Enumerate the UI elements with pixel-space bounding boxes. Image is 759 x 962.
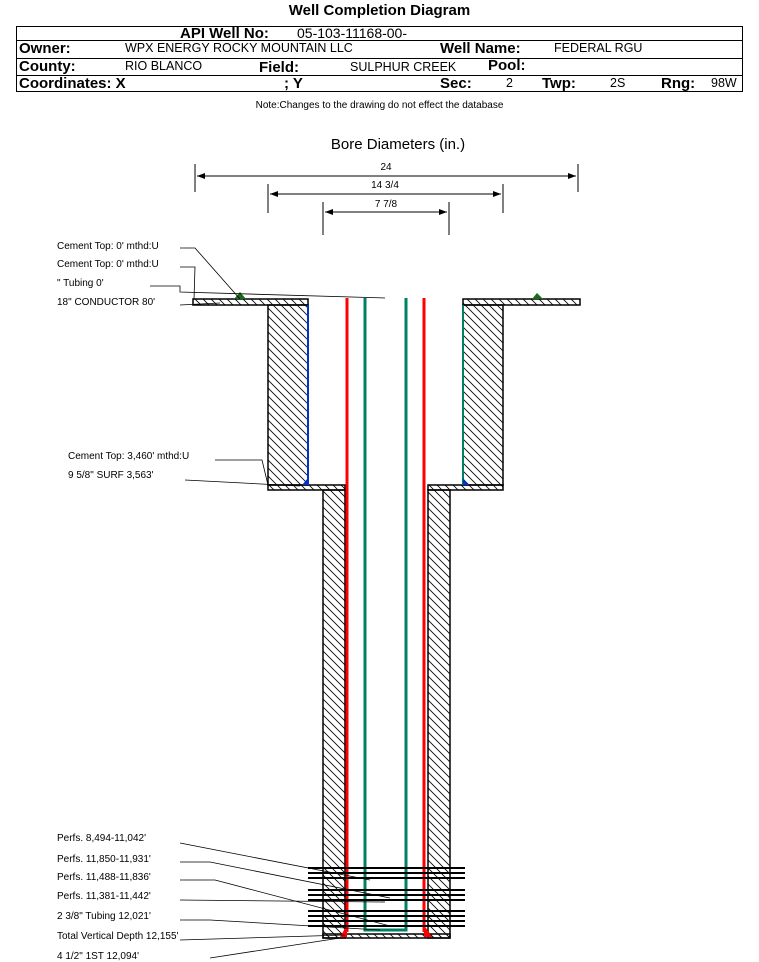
label-conductor: 18" CONDUCTOR 80' [57,297,155,308]
dim-7-7-8: 7 7/8 [375,199,398,210]
header-table: API Well No: 05-103-11168-00- Owner: WPX… [16,25,743,92]
title: Well Completion Diagram [288,2,471,19]
label-perfs-1: Perfs. 8,494-11,042' [57,833,146,844]
rng-value: 98W [711,76,737,90]
twp-value: 2S [610,76,626,90]
owner-label: Owner: [19,40,71,57]
label-perfs-3: Perfs. 11,488-11,836' [57,872,151,883]
perforations [308,867,465,927]
pool-label: Pool: [488,57,526,74]
tubing [345,298,426,932]
coordinates-label: Coordinates: X [19,75,126,92]
dim-14-3-4: 14 3/4 [371,180,399,191]
label-cement-top-surf: Cement Top: 3,460' mthd:U [68,451,189,462]
note: Note:Changes to the drawing do not effec… [255,100,504,111]
label-tubing-top: " Tubing 0' [57,278,104,289]
dimension-lines [194,164,579,235]
bore-title: Bore Diameters (in.) [331,136,465,153]
rng-label: Rng: [661,75,696,92]
label-perfs-4: Perfs. 11,381-11,442' [57,891,151,902]
label-surface-casing: 9 5/8" SURF 3,563' [68,470,154,481]
api-value: 05-103-11168-00- [297,25,408,41]
owner-value: WPX ENERGY ROCKY MOUNTAIN LLC [125,41,353,55]
sec-value: 2 [506,76,513,90]
label-cement-top-conductor-2: Cement Top: 0' mthd:U [57,259,159,270]
label-production-casing: 4 1/2" 1ST 12,094' [57,951,139,962]
label-tubing: 2 3/8" Tubing 12,021' [57,911,151,922]
county-label: County: [19,58,76,75]
well-name-label: Well Name: [440,40,521,57]
sec-label: Sec: [440,75,472,92]
field-value: SULPHUR CREEK [350,60,457,74]
dim-24: 24 [380,162,392,173]
label-cement-top-conductor: Cement Top: 0' mthd:U [57,241,159,252]
coordinates-y-label: ; Y [284,75,303,92]
label-total-depth: Total Vertical Depth 12,155' [57,931,179,942]
label-perfs-2: Perfs. 11,850-11,931' [57,854,151,865]
leader-lines [150,247,391,959]
well-name-value: FEDERAL RGU [554,41,643,55]
casing-walls [192,298,581,939]
twp-label: Twp: [542,75,576,92]
api-label: API Well No: [180,25,269,42]
county-value: RIO BLANCO [125,59,203,73]
field-label: Field: [259,59,299,76]
